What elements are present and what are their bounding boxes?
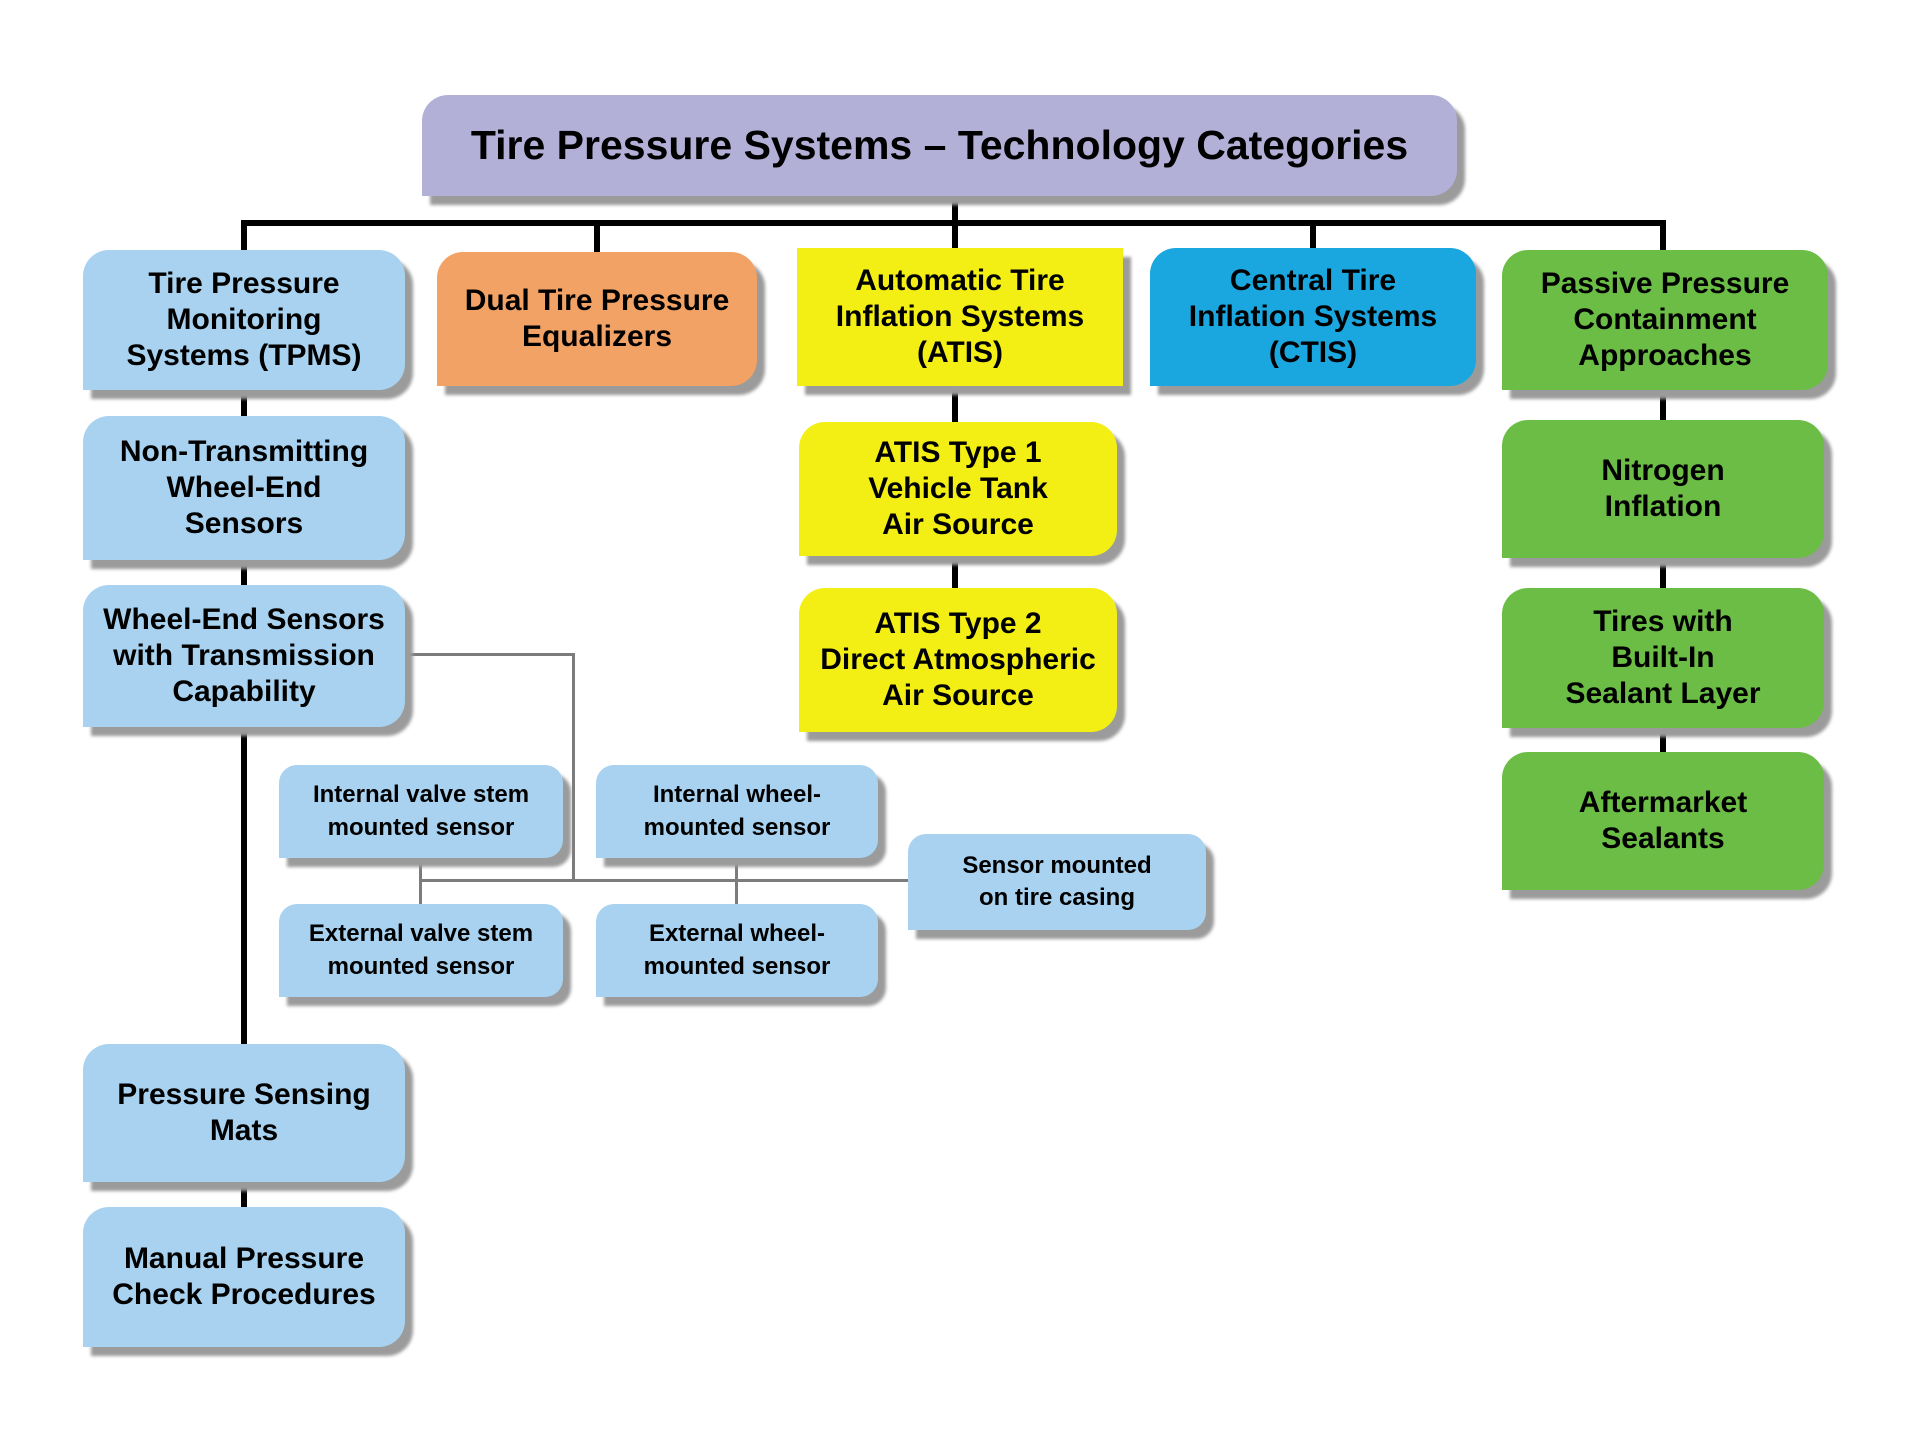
passive-label: Passive Pressure Containment Approaches [1540,267,1790,372]
node-ctis: Central Tire Inflation Systems (CTIS) [1150,248,1476,386]
internal-wheel-label: Internal wheel- mounted sensor [643,781,831,841]
node-wheel-end-sensors: Wheel-End Sensors with Transmission Capa… [83,585,405,727]
dual-equalizers-label: Dual Tire Pressure Equalizers [464,284,730,353]
tpms-label: Tire Pressure Monitoring Systems (TPMS) [126,267,362,372]
node-dual-equalizers: Dual Tire Pressure Equalizers [437,252,757,386]
node-atis: Automatic Tire Inflation Systems (ATIS) [797,248,1123,386]
atis-label: Automatic Tire Inflation Systems (ATIS) [835,264,1085,369]
tire-casing-label: Sensor mounted on tire casing [962,851,1152,911]
connector-ctis-drop [1310,220,1316,254]
node-non-transmitting-sensors: Non-Transmitting Wheel-End Sensors [83,416,405,560]
node-nitrogen-inflation: Nitrogen Inflation [1502,420,1824,558]
node-tires-builtin-sealant: Tires with Built-In Sealant Layer [1502,588,1824,728]
title-label: Tire Pressure Systems – Technology Categ… [470,121,1409,168]
ctis-label: Central Tire Inflation Systems (CTIS) [1188,264,1438,369]
connector-wheel-stub [735,850,738,910]
connector-dual-drop [594,220,600,258]
internal-valve-label: Internal valve stem mounted sensor [312,781,530,841]
node-aftermarket-sealants: Aftermarket Sealants [1502,752,1824,890]
connector-sensor-row [419,879,912,882]
pressure-mats-label: Pressure Sensing Mats [117,1078,371,1147]
node-pressure-sensing-mats: Pressure Sensing Mats [83,1044,405,1182]
external-valve-label: External valve stem mounted sensor [308,920,534,980]
aftermarket-label: Aftermarket Sealants [1578,786,1748,855]
atis-type1-label: ATIS Type 1 Vehicle Tank Air Source [868,436,1048,541]
connector-wheelend-elbow-v [572,653,575,882]
wheel-end-label: Wheel-End Sensors with Transmission Capa… [103,603,385,708]
atis-type2-label: ATIS Type 2 Direct Atmospheric Air Sourc… [820,607,1096,712]
node-external-wheel-sensor: External wheel- mounted sensor [596,904,878,997]
connector-valve-stub [419,850,422,910]
node-title: Tire Pressure Systems – Technology Categ… [422,95,1457,196]
connector-atis-spine [952,196,958,592]
manual-check-label: Manual Pressure Check Procedures [112,1242,376,1311]
node-tire-casing-sensor: Sensor mounted on tire casing [908,834,1206,930]
tires-sealant-label: Tires with Built-In Sealant Layer [1565,605,1761,710]
nitrogen-label: Nitrogen Inflation [1601,454,1725,523]
node-manual-pressure-check: Manual Pressure Check Procedures [83,1207,405,1347]
node-atis-type2: ATIS Type 2 Direct Atmospheric Air Sourc… [799,588,1117,732]
connector-wheelend-elbow-h [400,653,575,656]
non-transmitting-label: Non-Transmitting Wheel-End Sensors [119,435,369,540]
node-internal-valve-stem-sensor: Internal valve stem mounted sensor [279,765,563,858]
node-tpms: Tire Pressure Monitoring Systems (TPMS) [83,250,405,390]
external-wheel-label: External wheel- mounted sensor [643,920,831,980]
node-atis-type1: ATIS Type 1 Vehicle Tank Air Source [799,422,1117,556]
node-internal-wheel-sensor: Internal wheel- mounted sensor [596,765,878,858]
node-external-valve-stem-sensor: External valve stem mounted sensor [279,904,563,997]
node-passive: Passive Pressure Containment Approaches [1502,250,1828,390]
